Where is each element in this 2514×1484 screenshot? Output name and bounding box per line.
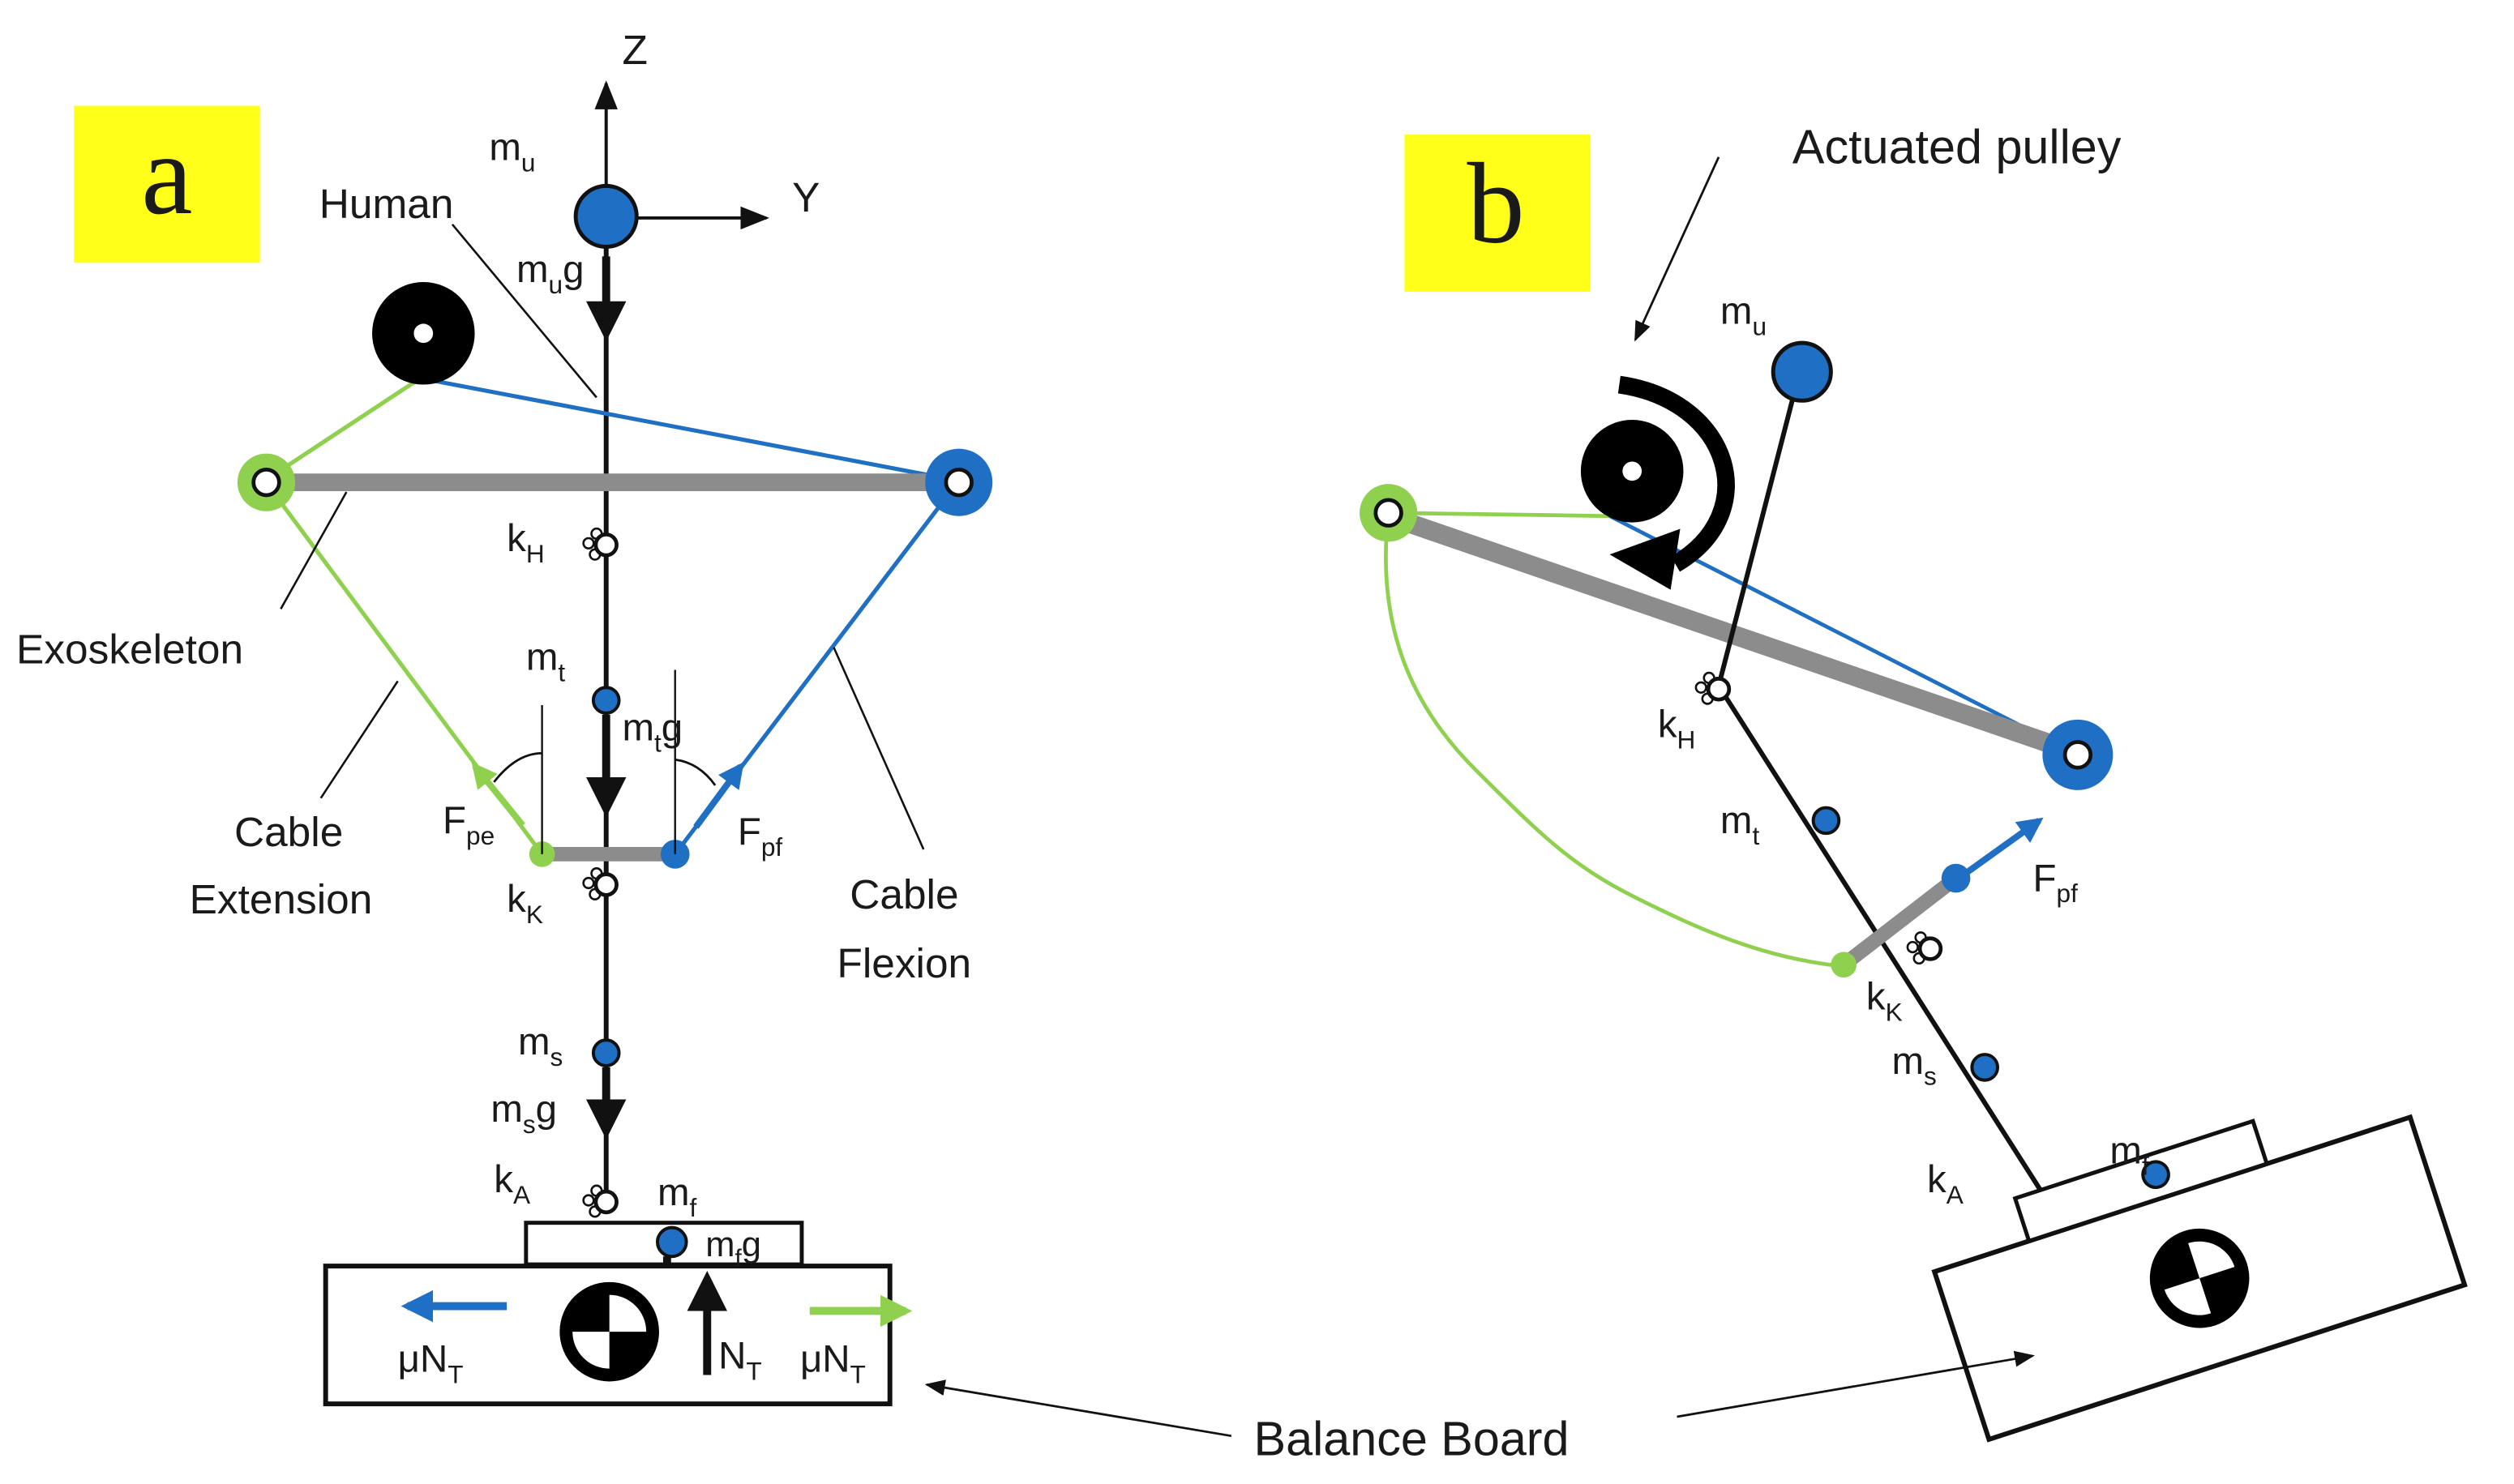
spring-ankle-a — [584, 1186, 617, 1217]
label-msg: msg — [490, 1088, 557, 1139]
label-mug: mug — [516, 248, 585, 299]
label-kh-a: kH — [507, 517, 545, 568]
spring-hip-b — [1696, 673, 1729, 704]
label-mtg: mtg — [622, 707, 683, 758]
label-ka-b: kA — [1927, 1158, 1964, 1209]
label-cable-extension-1: Cable — [234, 808, 343, 855]
label-mf-a: mf — [657, 1171, 697, 1222]
extension-cable-a — [261, 376, 544, 856]
label-mt-a: mt — [526, 636, 566, 687]
label-ms-b: ms — [1892, 1040, 1937, 1091]
knee-bar-b — [1839, 872, 1961, 971]
human-upper-b — [1716, 374, 1801, 687]
label-mu-a: mu — [489, 126, 535, 177]
label-balance-board: Balance Board — [1254, 1411, 1570, 1465]
z-axis-label: Z — [622, 26, 647, 73]
label-munt-right: μNT — [800, 1338, 866, 1389]
label-fpf-b: Fpf — [2033, 857, 2079, 908]
pointer-board-b — [1677, 1350, 2035, 1418]
extension-cable-b — [1384, 511, 1844, 969]
panel-b-tag — [1404, 135, 1591, 292]
spring-hip-a — [584, 528, 617, 559]
panel-b-letter: b — [1467, 139, 1525, 267]
mass-foot-b — [2141, 1160, 2170, 1190]
label-cable-flexion-2: Flexion — [837, 939, 971, 986]
panel-a-letter: a — [141, 110, 192, 238]
mass-shank-a — [591, 1038, 621, 1067]
pointer-board-a — [924, 1379, 1232, 1438]
label-mfg: mfg — [705, 1225, 761, 1272]
mass-upper-b — [1771, 340, 1833, 403]
panel-b: b Actuated pulley — [1360, 120, 2468, 1443]
mass-upper-a — [573, 183, 639, 249]
label-ms-a: ms — [518, 1020, 563, 1071]
flexion-cable-a — [419, 376, 963, 856]
label-munt-left: μNT — [398, 1338, 464, 1389]
board-center-icon-a — [559, 1281, 659, 1382]
spring-knee-b — [1908, 932, 1941, 963]
human-lower-b — [1716, 684, 2054, 1210]
mass-thigh-a — [591, 686, 621, 715]
label-ka-a: kA — [494, 1158, 531, 1209]
mass-foot-a — [656, 1225, 688, 1259]
force-pf-arrow — [693, 762, 744, 829]
panel-a: a Z Y — [16, 26, 993, 1407]
pointer-actuated-pulley — [1634, 156, 1720, 342]
balance-board-b — [1931, 1114, 2468, 1443]
rotation-arrow-icon — [1617, 375, 1735, 572]
label-kk-b: kK — [1866, 976, 1903, 1027]
label-cable-flexion-1: Cable — [850, 870, 958, 917]
label-kk-a: kK — [507, 878, 543, 929]
label-actuated-pulley: Actuated pulley — [1792, 120, 2122, 174]
label-fpe: Fpe — [443, 799, 495, 850]
label-mt-b: mt — [1720, 799, 1760, 850]
label-nt: NT — [718, 1335, 762, 1386]
label-mu-b: mu — [1720, 289, 1767, 340]
label-human: Human — [319, 180, 454, 227]
force-pf-arrow-b — [1964, 817, 2044, 876]
label-exoskeleton: Exoskeleton — [16, 626, 243, 673]
balance-board-callout: Balance Board — [924, 1350, 2035, 1465]
label-kh-b: kH — [1658, 704, 1696, 755]
spring-knee-a — [584, 868, 617, 899]
label-cable-extension-2: Extension — [190, 875, 373, 922]
panel-a-tag — [74, 105, 260, 263]
board-center-icon-b — [2149, 1228, 2250, 1328]
mass-shank-b — [1970, 1053, 1999, 1082]
mass-thigh-b — [1811, 806, 1841, 836]
y-axis-label: Y — [792, 173, 820, 220]
label-fpf-a: Fpf — [738, 810, 783, 862]
force-pe-arrow — [471, 762, 525, 828]
label-mf-b: mf — [2109, 1130, 2149, 1181]
